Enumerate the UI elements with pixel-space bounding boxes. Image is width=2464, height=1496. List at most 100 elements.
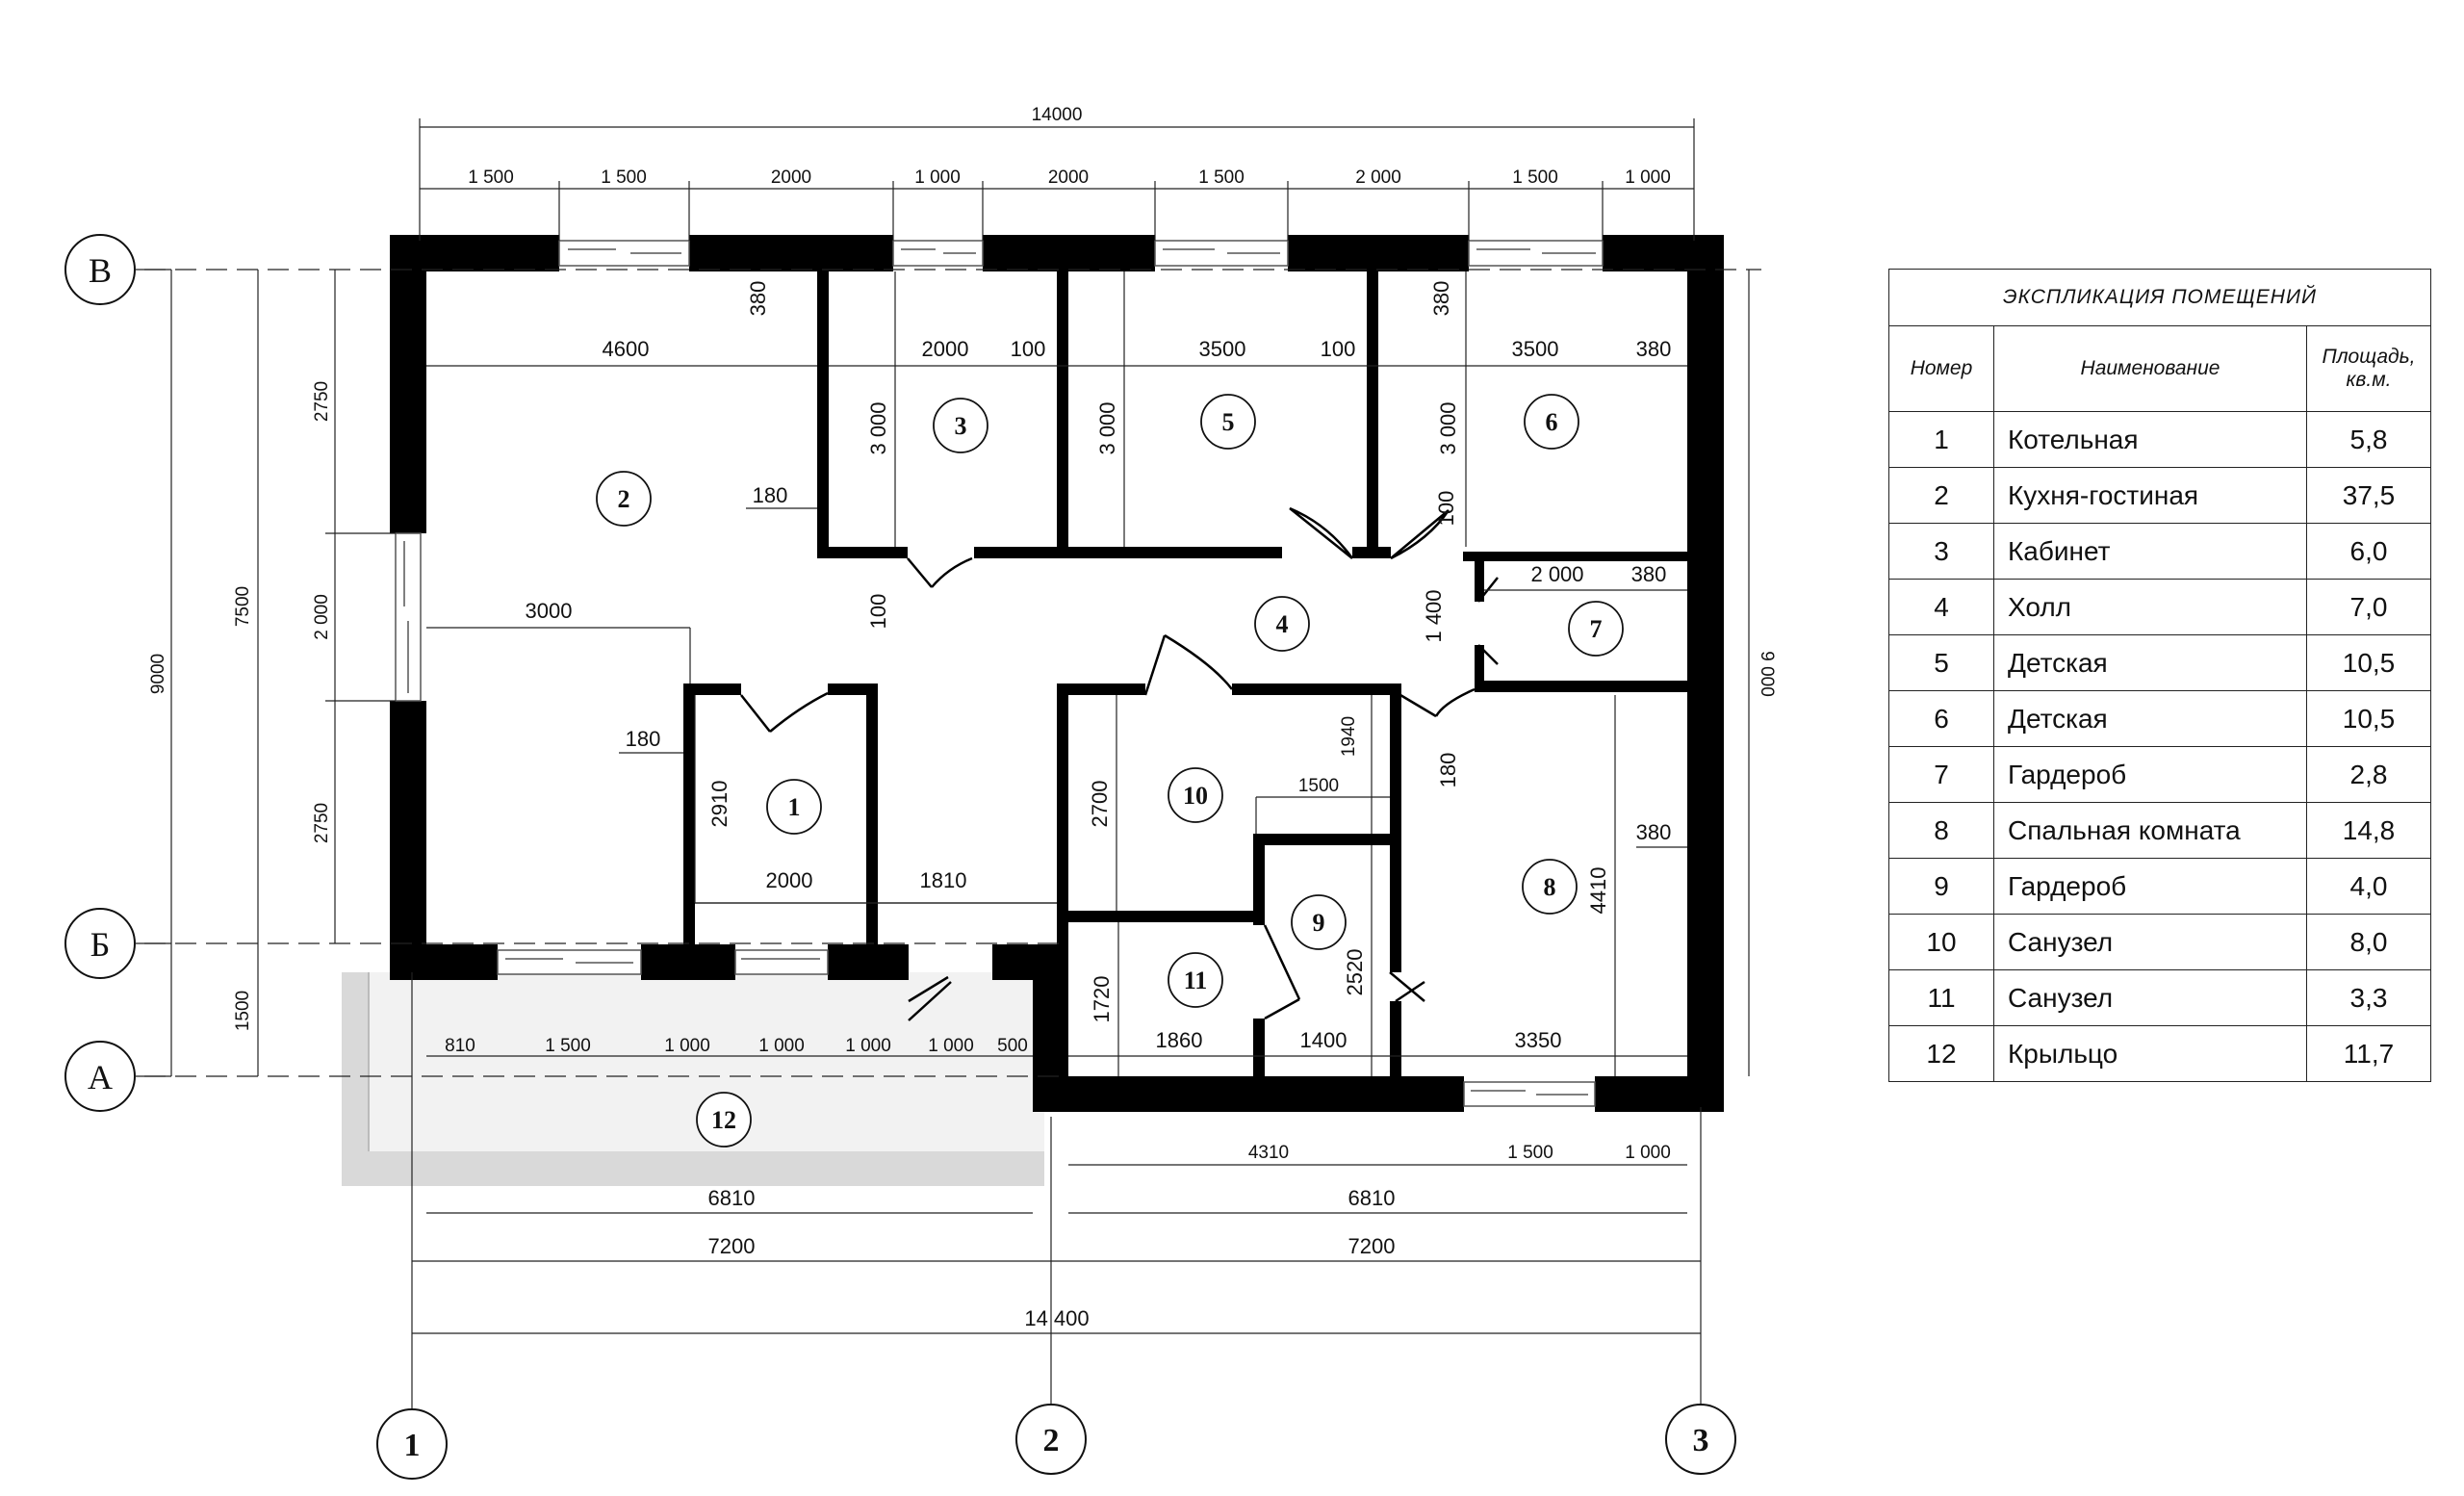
dimension-lines (144, 118, 1761, 1425)
room-name: Крыльцо (1993, 1025, 2307, 1082)
dim-inner: 380 (746, 281, 770, 317)
dim-top-seg: 1 000 (1625, 168, 1671, 188)
dim-left-ba: 1500 (233, 991, 253, 1031)
exterior-walls (390, 235, 1724, 1112)
dim-porch-seg: 1 000 (758, 1036, 805, 1056)
axis-label-1: 1 (404, 1428, 421, 1463)
dim-porch-seg: 1 000 (928, 1036, 974, 1056)
table-title: ЭКСПЛИКАЦИЯ ПОМЕЩЕНИЙ (1888, 269, 2431, 326)
dim-inner: 3 000 (1095, 401, 1119, 454)
room-no: 6 (1888, 690, 1994, 747)
dim-inner: 100 (1011, 337, 1046, 361)
dim-left-seg: 2 000 (312, 594, 332, 640)
room-area: 8,0 (2306, 914, 2431, 970)
room-area: 5,8 (2306, 411, 2431, 468)
dim-inner: 3500 (1512, 337, 1559, 361)
dim-inner: 1810 (920, 868, 967, 892)
axis-label-b: Б (90, 925, 111, 964)
dim-inner: 2000 (922, 337, 969, 361)
dim-porch-seg: 1 000 (664, 1036, 710, 1056)
dim-porch-seg: 1 000 (845, 1036, 891, 1056)
room-no: 11 (1888, 969, 1994, 1026)
room-area: 3,3 (2306, 969, 2431, 1026)
dim-inner: 2 000 (1530, 562, 1583, 586)
col-header-number: Номер (1888, 325, 1994, 412)
room-no: 8 (1888, 802, 1994, 859)
room-area: 37,5 (2306, 467, 2431, 524)
dim-bottom-left-inner: 6810 (708, 1186, 756, 1210)
dim-top-seg: 1 500 (1512, 168, 1558, 188)
room-area: 2,8 (2306, 746, 2431, 803)
dim-top-seg: 2000 (1048, 168, 1089, 188)
dim-top-seg: 1 500 (601, 168, 647, 188)
axis-label-v: В (89, 251, 112, 290)
dim-bottom-seg: 4310 (1248, 1143, 1289, 1163)
room-number: 11 (1184, 967, 1208, 994)
dim-inner: 180 (753, 483, 788, 507)
dim-top-seg: 2 000 (1355, 168, 1401, 188)
room-area: 10,5 (2306, 690, 2431, 747)
dim-left-overall: 9000 (148, 654, 168, 694)
dim-inner: 180 (626, 727, 661, 751)
room-no: 5 (1888, 634, 1994, 691)
room-name: Детская (1993, 634, 2307, 691)
room-number: 6 (1546, 408, 1558, 436)
dim-inner: 380 (1636, 820, 1672, 844)
top-dimensions: 14000 1 500 1 500 2000 1 000 2000 1 500 … (468, 105, 1671, 188)
dim-inner: 3350 (1515, 1028, 1562, 1052)
dim-inner: 3500 (1199, 337, 1246, 361)
dim-inner: 4600 (603, 337, 650, 361)
room-number: 8 (1544, 873, 1556, 901)
room-no: 3 (1888, 523, 1994, 580)
room-number: 9 (1313, 909, 1325, 937)
axis-label-2: 2 (1043, 1423, 1060, 1458)
room-name: Кухня-гостиная (1993, 467, 2307, 524)
room-number: 4 (1276, 610, 1289, 638)
room-number: 12 (711, 1106, 736, 1134)
dim-top-seg: 1 500 (1198, 168, 1245, 188)
room-name: Холл (1993, 579, 2307, 635)
room-number: 10 (1183, 782, 1208, 810)
dim-bottom-left-half: 7200 (708, 1234, 756, 1258)
dim-inner: 380 (1636, 337, 1672, 361)
interior-walls (683, 271, 1687, 1076)
room-name: Санузел (1993, 914, 2307, 970)
dim-inner: 3 000 (866, 401, 890, 454)
room-number: 2 (618, 485, 630, 513)
axis-markers: В Б А 1 2 3 (64, 234, 1736, 1480)
dim-inner: 1720 (1090, 976, 1114, 1023)
room-name: Детская (1993, 690, 2307, 747)
dim-inner: 100 (1321, 337, 1356, 361)
dim-inner: 3 000 (1436, 401, 1460, 454)
room-area: 10,5 (2306, 634, 2431, 691)
dim-inner: 180 (1436, 753, 1460, 788)
room-explication-table: ЭКСПЛИКАЦИЯ ПОМЕЩЕНИЙ Номер Наименование… (1888, 269, 2431, 1082)
dim-inner: 100 (866, 594, 890, 630)
dim-inner: 2000 (766, 868, 813, 892)
room-area: 11,7 (2306, 1025, 2431, 1082)
dim-bottom-seg: 1 500 (1507, 1143, 1553, 1163)
dim-left-vb: 7500 (233, 586, 253, 627)
dim-inner: 2700 (1088, 781, 1112, 828)
dim-inner: 2520 (1343, 949, 1367, 996)
room-name: Кабинет (1993, 523, 2307, 580)
room-no: 2 (1888, 467, 1994, 524)
dim-top-seg: 1 000 (914, 168, 961, 188)
dim-porch-seg: 500 (997, 1036, 1028, 1056)
dim-top-seg: 2000 (771, 168, 811, 188)
dim-inner: 1500 (1298, 776, 1339, 796)
dim-top-overall: 14000 (1032, 105, 1083, 125)
room-name: Санузел (1993, 969, 2307, 1026)
col-header-name: Наименование (1993, 325, 2307, 412)
dim-inner: 1400 (1300, 1028, 1348, 1052)
